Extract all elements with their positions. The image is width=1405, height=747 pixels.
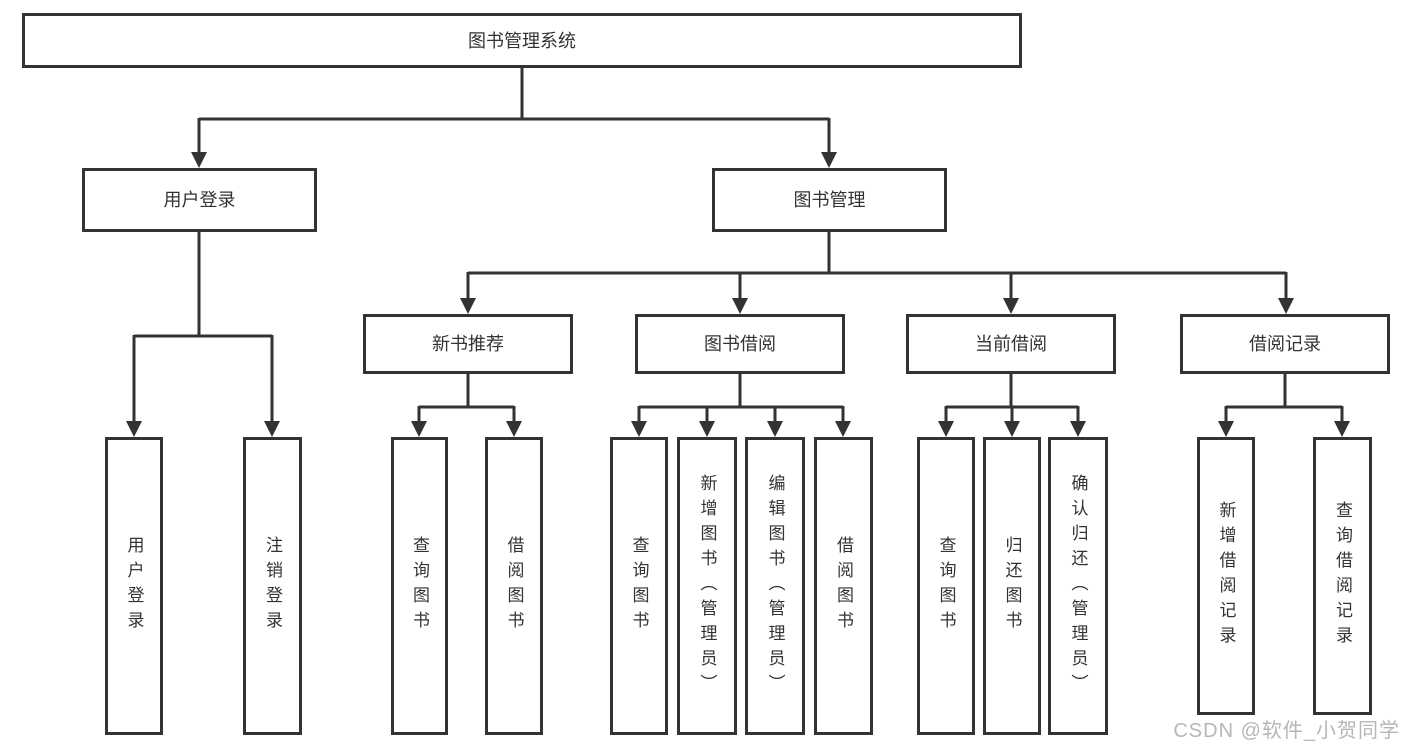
connector-line	[944, 374, 1080, 423]
node-label: 注销登录	[263, 536, 282, 636]
node-label: 图书管理系统	[468, 30, 576, 51]
leaf-borrow-books-borrowing: 借阅图书	[814, 437, 873, 735]
node-label: 编辑图书（管理员）	[765, 473, 785, 699]
arrowhead-down-icon	[460, 298, 476, 314]
node-current-borrowing: 当前借阅	[906, 314, 1116, 374]
leaf-confirm-return-admin: 确认归还（管理员）	[1048, 437, 1108, 735]
arrowhead-down-icon	[699, 421, 715, 437]
node-book-borrowing: 图书借阅	[635, 314, 845, 374]
leaf-query-books-recommend: 查询图书	[391, 437, 448, 735]
connector-user-login-children	[126, 232, 280, 437]
node-label: 图书借阅	[704, 334, 776, 354]
node-label: 新书推荐	[432, 334, 504, 354]
arrowhead-down-icon	[506, 421, 522, 437]
arrowhead-down-icon	[631, 421, 647, 437]
connector-book-management-children	[460, 232, 1294, 314]
arrowhead-down-icon	[732, 298, 748, 314]
node-label: 借阅图书	[834, 536, 853, 636]
node-label: 新增借阅记录	[1216, 501, 1236, 651]
arrowhead-down-icon	[411, 421, 427, 437]
connector-current-borrowing-children	[938, 374, 1086, 437]
arrowhead-down-icon	[821, 152, 837, 168]
csdn-watermark: CSDN @软件_小贺同学	[1173, 720, 1400, 742]
leaf-logout: 注销登录	[243, 437, 302, 735]
node-new-book-recommend: 新书推荐	[363, 314, 573, 374]
leaf-user-login: 用户登录	[105, 437, 163, 735]
node-label: 查询图书	[629, 536, 649, 636]
connector-line	[466, 232, 1288, 300]
connector-line	[637, 374, 845, 423]
node-label: 用户登录	[124, 536, 144, 636]
leaf-query-books-current: 查询图书	[917, 437, 975, 735]
arrowhead-down-icon	[126, 421, 142, 437]
connector-line	[197, 68, 831, 153]
connector-book-borrowing-children	[631, 374, 851, 437]
node-label: 借阅记录	[1249, 334, 1321, 354]
arrowhead-down-icon	[1218, 421, 1234, 437]
connector-root-to-level2	[191, 68, 837, 168]
arrowhead-down-icon	[938, 421, 954, 437]
arrowhead-down-icon	[1070, 421, 1086, 437]
connector-borrowing-records-children	[1218, 374, 1350, 437]
arrowhead-down-icon	[1003, 298, 1019, 314]
node-label: 查询图书	[410, 536, 429, 636]
arrowhead-down-icon	[767, 421, 783, 437]
connector-line	[417, 374, 516, 423]
arrowhead-down-icon	[1334, 421, 1350, 437]
arrowhead-down-icon	[835, 421, 851, 437]
leaf-add-borrow-record: 新增借阅记录	[1197, 437, 1255, 715]
leaf-edit-book-admin: 编辑图书（管理员）	[745, 437, 805, 735]
node-label: 借阅图书	[504, 536, 524, 636]
node-label: 查询借阅记录	[1333, 501, 1352, 651]
node-borrowing-records: 借阅记录	[1180, 314, 1390, 374]
leaf-add-book-admin: 新增图书（管理员）	[677, 437, 737, 735]
connector-line	[1224, 374, 1344, 423]
node-label: 图书管理	[793, 190, 866, 210]
node-label: 新增图书（管理员）	[697, 473, 717, 699]
node-book-management: 图书管理	[712, 168, 947, 232]
leaf-query-books-borrowing: 查询图书	[610, 437, 668, 735]
arrowhead-down-icon	[191, 152, 207, 168]
arrowhead-down-icon	[1278, 298, 1294, 314]
node-user-login: 用户登录	[82, 168, 317, 232]
node-label: 当前借阅	[975, 334, 1047, 354]
node-label: 确认归还（管理员）	[1068, 473, 1088, 699]
connector-new-book-recommend-children	[411, 374, 522, 437]
node-label: 归还图书	[1002, 536, 1022, 636]
node-system-root: 图书管理系统	[22, 13, 1022, 68]
connector-line	[132, 232, 274, 423]
leaf-borrow-books-recommend: 借阅图书	[485, 437, 543, 735]
arrowhead-down-icon	[264, 421, 280, 437]
node-label: 查询图书	[936, 536, 956, 636]
arrowhead-down-icon	[1004, 421, 1020, 437]
leaf-query-borrow-record: 查询借阅记录	[1313, 437, 1372, 715]
leaf-return-books: 归还图书	[983, 437, 1041, 735]
node-label: 用户登录	[163, 190, 236, 210]
